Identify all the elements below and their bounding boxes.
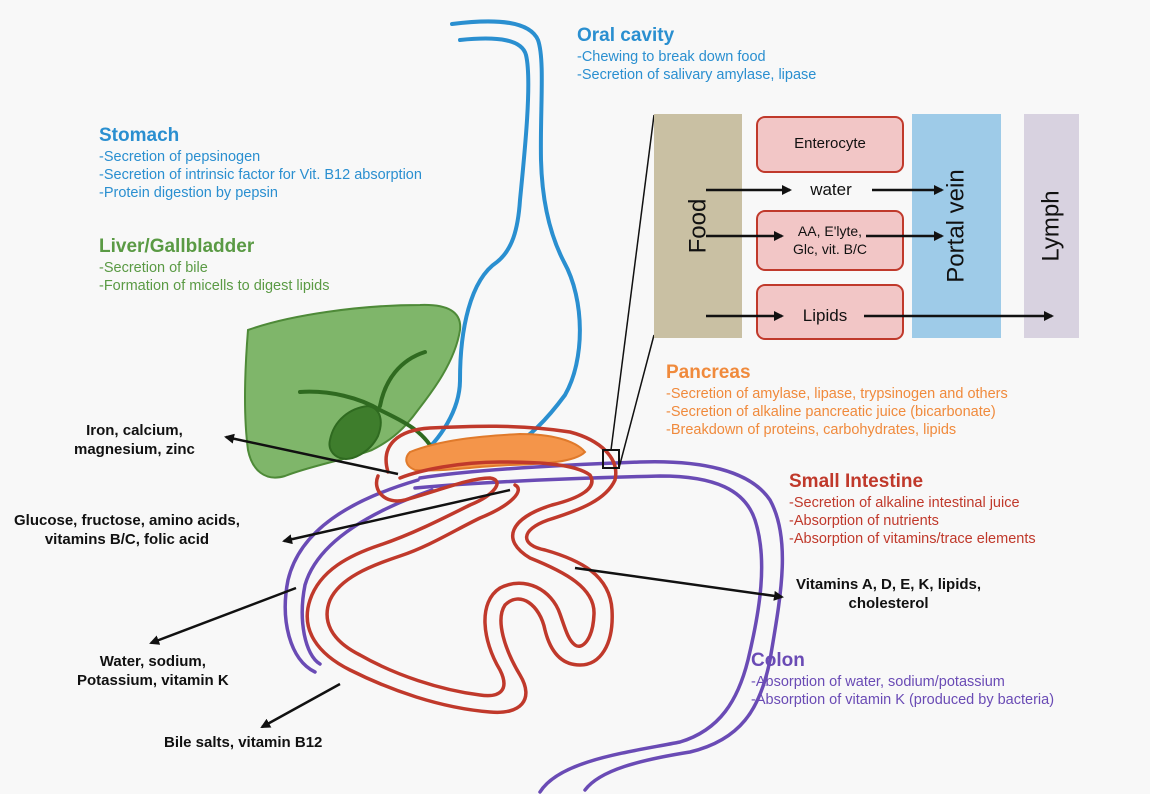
small-intestine-title: Small Intestine bbox=[789, 470, 1036, 494]
stomach-line-3: -Protein digestion by pepsin bbox=[99, 184, 422, 202]
arrow-jejunum bbox=[284, 490, 510, 541]
colon-line-2: -Absorption of vitamin K (produced by ba… bbox=[751, 691, 1054, 709]
colon-abs-line-1: Water, sodium, bbox=[77, 653, 229, 672]
stomach-title: Stomach bbox=[99, 124, 422, 148]
zoom-line-top bbox=[611, 115, 654, 450]
stomach-line-2: -Secretion of intrinsic factor for Vit. … bbox=[99, 166, 422, 184]
jejunum-line-2: vitamins B/C, folic acid bbox=[14, 531, 240, 550]
terminal-ileum-absorption-label: Bile salts, vitamin B12 bbox=[164, 734, 322, 753]
colon-title: Colon bbox=[751, 649, 1054, 673]
lipids-label: Lipids bbox=[790, 302, 860, 330]
lymph-label: Lymph bbox=[1038, 190, 1066, 261]
pancreas-line-3: -Breakdown of proteins, carbohydrates, l… bbox=[666, 421, 1008, 439]
jejunum-absorption-label: Glucose, fructose, amino acids, vitamins… bbox=[14, 512, 240, 550]
colon-abs-line-2: Potassium, vitamin K bbox=[77, 672, 229, 691]
pancreas-block: Pancreas -Secretion of amylase, lipase, … bbox=[666, 361, 1008, 439]
duodenum-absorption-label: Iron, calcium, magnesium, zinc bbox=[74, 422, 195, 460]
nutrients-line-2: Glc, vit. B/C bbox=[793, 241, 867, 259]
arrow-ileum-fat bbox=[575, 568, 782, 597]
pancreas-line-1: -Secretion of amylase, lipase, trypsinog… bbox=[666, 385, 1008, 403]
colon-block: Colon -Absorption of water, sodium/potas… bbox=[751, 649, 1054, 709]
liver-line-1: -Secretion of bile bbox=[99, 259, 329, 277]
oral-cavity-line-1: -Chewing to break down food bbox=[577, 48, 816, 66]
liver-block: Liver/Gallbladder -Secretion of bile -Fo… bbox=[99, 235, 329, 295]
small-intestine-line-2: -Absorption of nutrients bbox=[789, 512, 1036, 530]
terminal-ileum-line-1: Bile salts, vitamin B12 bbox=[164, 734, 322, 753]
nutrients-line-1: AA, E'lyte, bbox=[798, 223, 862, 241]
nutrients-label: AA, E'lyte, Glc, vit. B/C bbox=[757, 211, 903, 270]
ileum-fat-line-1: Vitamins A, D, E, K, lipids, bbox=[796, 576, 981, 595]
liver-title: Liver/Gallbladder bbox=[99, 235, 329, 259]
colon-line-1: -Absorption of water, sodium/potassium bbox=[751, 673, 1054, 691]
small-intestine-line-1: -Secretion of alkaline intestinal juice bbox=[789, 494, 1036, 512]
colon-absorption-label: Water, sodium, Potassium, vitamin K bbox=[77, 653, 229, 691]
stomach-line-1: -Secretion of pepsinogen bbox=[99, 148, 422, 166]
small-intestine-line-3: -Absorption of vitamins/trace elements bbox=[789, 530, 1036, 548]
oral-cavity-block: Oral cavity -Chewing to break down food … bbox=[577, 24, 816, 84]
food-label-wrap: Food bbox=[654, 114, 742, 338]
duodenum-line-1: Iron, calcium, bbox=[74, 422, 195, 441]
liver-line-2: -Formation of micells to digest lipids bbox=[99, 277, 329, 295]
esophagus-stomach-outline bbox=[418, 21, 580, 459]
small-intestine-block: Small Intestine -Secretion of alkaline i… bbox=[789, 470, 1036, 548]
oral-cavity-title: Oral cavity bbox=[577, 24, 816, 48]
food-label: Food bbox=[684, 199, 712, 254]
oral-cavity-line-2: -Secretion of salivary amylase, lipase bbox=[577, 66, 816, 84]
pancreas-title: Pancreas bbox=[666, 361, 1008, 385]
ileum-fat-line-2: cholesterol bbox=[796, 595, 981, 614]
stomach-block: Stomach -Secretion of pepsinogen -Secret… bbox=[99, 124, 422, 202]
portal-vein-label: Portal vein bbox=[943, 169, 971, 282]
enterocyte-label: Enterocyte bbox=[757, 117, 903, 172]
portal-vein-label-wrap: Portal vein bbox=[912, 114, 1001, 338]
lymph-label-wrap: Lymph bbox=[1024, 114, 1079, 338]
pancreas-line-2: -Secretion of alkaline pancreatic juice … bbox=[666, 403, 1008, 421]
duodenum-line-2: magnesium, zinc bbox=[74, 441, 195, 460]
arrow-colon bbox=[151, 588, 296, 643]
zoom-line-bottom bbox=[619, 335, 654, 468]
arrow-terminal-ileum bbox=[262, 684, 340, 727]
jejunum-line-1: Glucose, fructose, amino acids, bbox=[14, 512, 240, 531]
ileum-fat-absorption-label: Vitamins A, D, E, K, lipids, cholesterol bbox=[796, 576, 981, 614]
water-label: water bbox=[795, 178, 867, 202]
